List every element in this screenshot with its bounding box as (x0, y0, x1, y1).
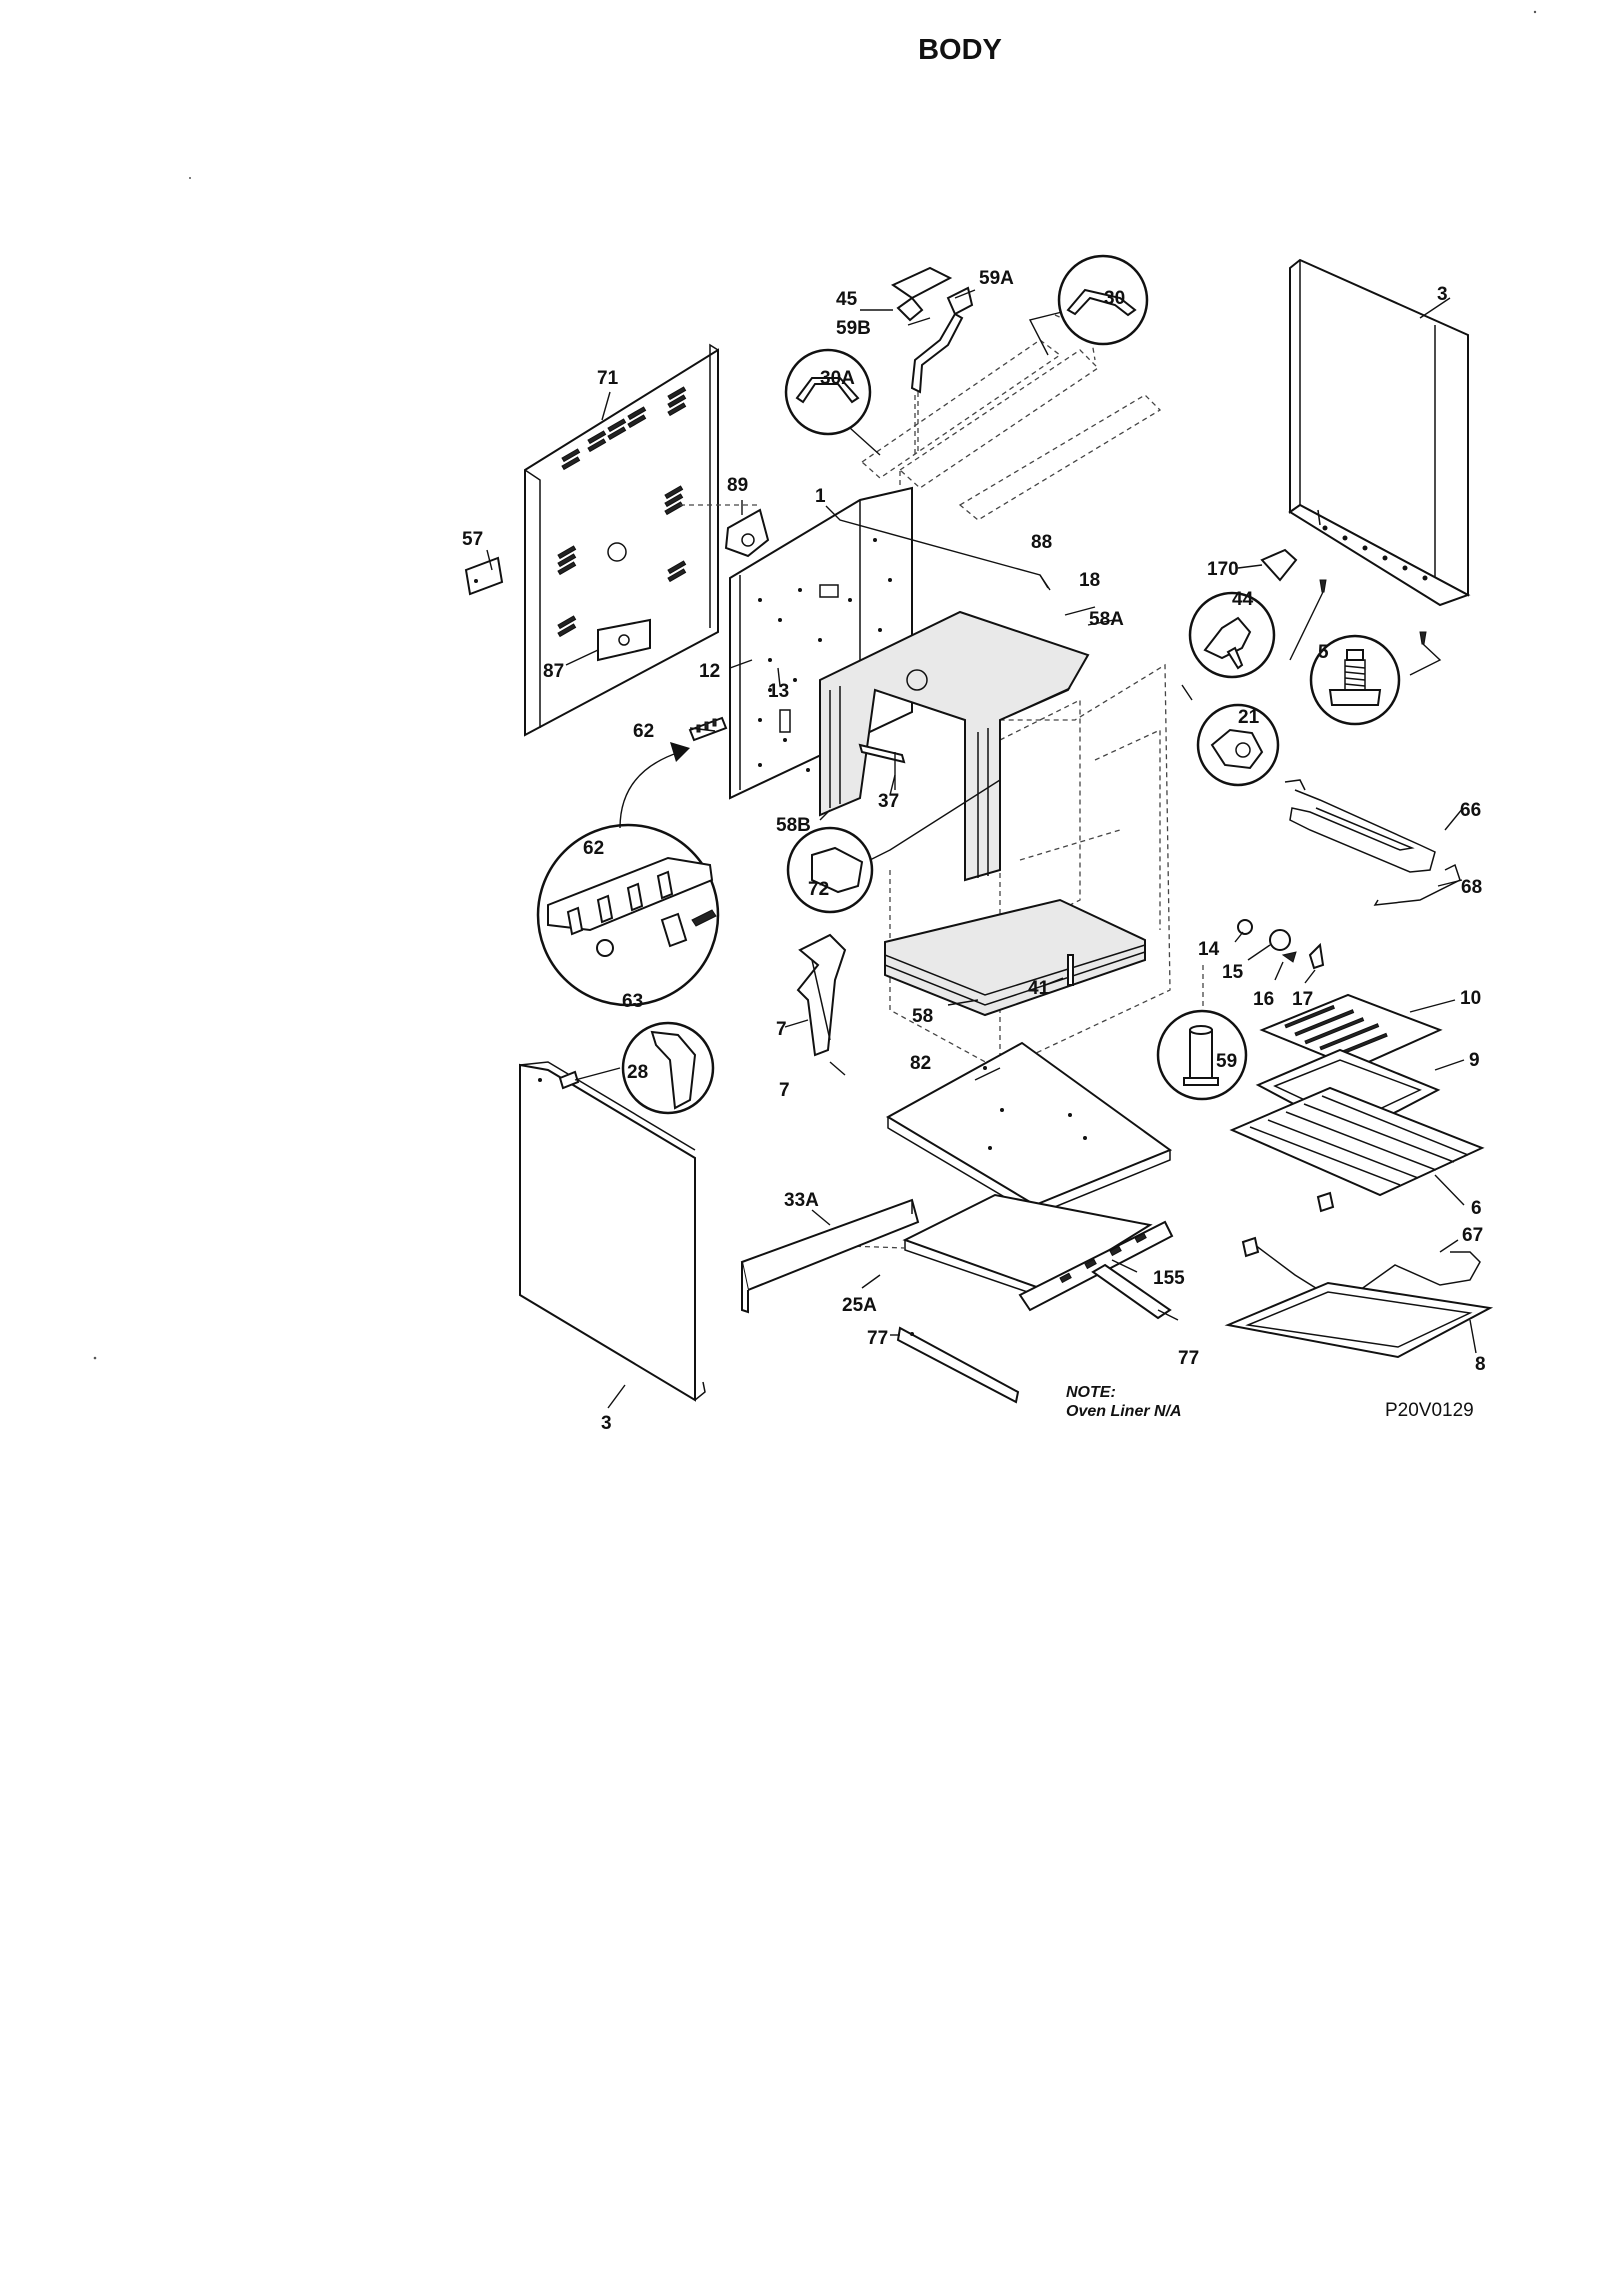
label-59B: 59B (836, 318, 871, 339)
drawing-code: P20V0129 (1385, 1400, 1474, 1421)
label-88: 88 (1031, 532, 1052, 553)
label-18: 18 (1079, 570, 1100, 591)
kickplate-33A (740, 1198, 920, 1314)
hinge-7 (796, 933, 847, 1057)
label-57: 57 (462, 529, 483, 550)
label-77-right: 77 (1178, 1348, 1199, 1369)
label-10: 10 (1460, 988, 1481, 1009)
label-45: 45 (836, 289, 858, 310)
label-59A: 59A (979, 268, 1014, 289)
label-62-bubble: 62 (583, 838, 604, 859)
label-16: 16 (1253, 989, 1274, 1010)
label-58: 58 (912, 1006, 933, 1027)
label-30: 30 (1104, 288, 1125, 309)
note-title: NOTE: (1066, 1384, 1116, 1401)
detail-bubble-59 (1156, 1009, 1248, 1101)
label-9: 9 (1469, 1050, 1480, 1071)
leader-lines (486, 289, 1477, 1409)
tube-assembly-59 (890, 266, 974, 455)
label-82: 82 (910, 1053, 931, 1074)
oven-bottom-8 (1224, 1281, 1494, 1359)
label-33A: 33A (784, 1190, 819, 1211)
label-58A: 58A (1089, 609, 1124, 630)
sensor-37 (858, 743, 906, 764)
label-71: 71 (597, 368, 619, 389)
callout-arrow-62 (619, 751, 681, 829)
part-labels: 71 57 87 89 1 12 13 62 62 63 28 3 3 45 5… (462, 268, 1486, 1434)
oven-cavity (819, 610, 1171, 1071)
label-3-left: 3 (601, 1413, 612, 1434)
label-68: 68 (1461, 877, 1482, 898)
clip-41 (1067, 954, 1074, 986)
detail-bubble-21 (1181, 684, 1280, 787)
plate-57 (464, 556, 504, 596)
detail-bubble-72 (786, 779, 1001, 914)
label-7-door: 7 (779, 1080, 790, 1101)
label-7-hinge: 7 (776, 1019, 787, 1040)
label-8: 8 (1475, 1354, 1486, 1375)
label-30A: 30A (820, 368, 855, 389)
label-37: 37 (878, 791, 899, 812)
bracket-170 (1260, 548, 1298, 582)
detail-bubble-5 (1309, 634, 1401, 726)
label-28: 28 (627, 1062, 648, 1083)
label-44: 44 (1232, 589, 1254, 610)
detail-bubble-30 (1028, 254, 1149, 356)
rail-77 (896, 1326, 1020, 1404)
label-77-left: 77 (867, 1328, 888, 1349)
label-155: 155 (1153, 1268, 1185, 1289)
label-5: 5 (1318, 642, 1329, 663)
detail-bubble-62 (536, 823, 720, 1007)
label-17: 17 (1292, 989, 1313, 1010)
label-62-top: 62 (633, 721, 654, 742)
label-13: 13 (768, 681, 789, 702)
label-72: 72 (808, 879, 829, 900)
label-66: 66 (1460, 800, 1481, 821)
detail-bubble-28 (574, 1021, 715, 1115)
label-6: 6 (1471, 1198, 1482, 1219)
label-3-right: 3 (1437, 284, 1448, 305)
label-15: 15 (1222, 962, 1244, 983)
label-87: 87 (543, 661, 564, 682)
label-59: 59 (1216, 1051, 1237, 1072)
label-67: 67 (1462, 1225, 1483, 1246)
label-14: 14 (1198, 939, 1220, 960)
bracket-155 (1018, 1220, 1174, 1320)
broil-element-66 (1284, 779, 1461, 906)
label-21: 21 (1238, 707, 1260, 728)
light-parts (1237, 919, 1325, 970)
bottom-panel-82 (885, 1041, 1173, 1216)
label-63: 63 (622, 991, 643, 1012)
label-25A: 25A (842, 1295, 877, 1316)
label-58B: 58B (776, 815, 811, 836)
note-text: Oven Liner N/A (1066, 1403, 1182, 1420)
bake-element-67 (1241, 1191, 1481, 1301)
label-89: 89 (727, 475, 748, 496)
label-1: 1 (815, 486, 826, 507)
bracket-89 (724, 508, 770, 558)
page-title: BODY (918, 34, 1002, 66)
label-12: 12 (699, 661, 720, 682)
label-170: 170 (1207, 559, 1239, 580)
broil-pan-insert-10 (1259, 993, 1443, 1070)
detail-bubble-30A (784, 348, 881, 456)
side-panel-right-3 (1288, 258, 1471, 607)
detail-bubble-44 (1188, 591, 1276, 679)
side-panel-left-3 (519, 1061, 706, 1402)
label-41: 41 (1028, 978, 1050, 999)
oven-rack-6 (1229, 1086, 1485, 1197)
back-panel-71 (524, 343, 719, 737)
